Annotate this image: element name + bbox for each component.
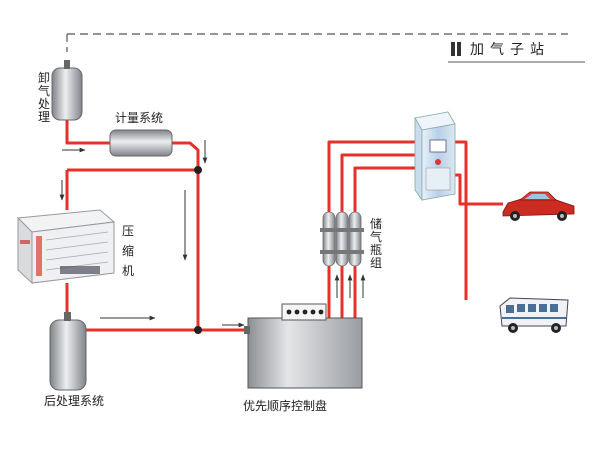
svg-text:瓶: 瓶: [370, 243, 382, 257]
svg-text:组: 组: [370, 256, 382, 270]
pipe-unload-to-meter: [65, 118, 110, 145]
diagram-title: 加气子站: [470, 42, 550, 58]
priority-panel-label: 优先顺序控制盘: [243, 398, 327, 413]
title-block: 加气子站: [448, 42, 585, 63]
storage-cylinder-group: [320, 211, 364, 267]
svg-text:处: 处: [38, 97, 50, 111]
post-treatment-label: 后处理系统: [44, 394, 104, 408]
svg-text:气: 气: [370, 229, 382, 244]
svg-text:卸: 卸: [38, 70, 50, 85]
svg-text:储: 储: [370, 216, 382, 231]
svg-text:压: 压: [122, 224, 134, 238]
pipe-to-car: [452, 173, 503, 206]
priority-control-panel: [244, 303, 363, 389]
junction-dot: [194, 326, 202, 334]
pipe-storage-3: [353, 166, 418, 318]
junction-dot: [194, 166, 202, 174]
svg-text:理: 理: [38, 110, 50, 124]
compressor-unit: [16, 209, 116, 285]
pipe-to-bus: [452, 140, 468, 300]
svg-text:气: 气: [38, 83, 50, 98]
car-icon: [502, 191, 575, 221]
dashed-return-line: [66, 33, 568, 52]
metering-system-label: 计量系统: [115, 111, 163, 125]
svg-text:缩: 缩: [122, 243, 134, 258]
compressor-label: 压 缩 机: [122, 224, 134, 278]
fuel-dispenser: [414, 111, 456, 202]
svg-text:机: 机: [122, 264, 134, 278]
unload-treatment-tank: [51, 60, 83, 121]
bus-icon: [499, 297, 569, 333]
flow-arrows: [59, 140, 366, 328]
metering-system-unit: [109, 129, 173, 157]
unload-label: 卸 气 处 理: [38, 70, 50, 124]
pipe-meter-out: [172, 141, 200, 170]
storage-label: 储 气 瓶 组: [370, 216, 382, 270]
post-treatment-tank: [49, 312, 87, 391]
